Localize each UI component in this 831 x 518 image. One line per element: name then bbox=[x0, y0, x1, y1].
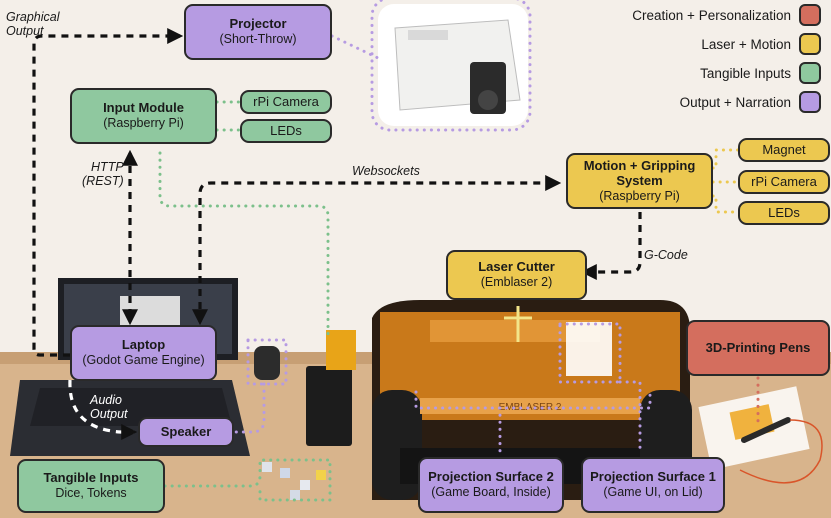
legend-item-tangible: Tangible Inputs bbox=[700, 62, 821, 84]
input-module-node: Input Module (Raspberry Pi) bbox=[70, 88, 217, 144]
tangible-inputs-title: Tangible Inputs bbox=[43, 470, 139, 486]
motion-leds-node: LEDs bbox=[738, 201, 830, 225]
projector-subtitle: (Short-Throw) bbox=[219, 32, 297, 47]
motion-system-title-line1: Motion + Gripping bbox=[583, 157, 696, 173]
graphical-output-line1: Graphical bbox=[6, 10, 60, 24]
laptop-node: Laptop (Godot Game Engine) bbox=[70, 325, 217, 381]
legend-label: Creation + Personalization bbox=[632, 7, 791, 23]
projector-title: Projector bbox=[229, 16, 287, 32]
tangible-inputs-subtitle: Dice, Tokens bbox=[55, 486, 127, 501]
projector-photo-lens-ring bbox=[478, 90, 498, 110]
laser-cutter-title: Laser Cutter bbox=[478, 259, 555, 275]
legend-item-laser: Laser + Motion bbox=[701, 33, 821, 55]
surface1-title: Projection Surface 1 bbox=[590, 469, 716, 485]
legend-swatch bbox=[799, 91, 821, 113]
laser-cutter-node: Laser Cutter (Emblaser 2) bbox=[446, 250, 587, 300]
legend-label: Laser + Motion bbox=[701, 36, 791, 52]
motion-system-title-line2: System bbox=[616, 172, 663, 188]
pen-cable bbox=[739, 419, 823, 484]
input-module-subtitle: (Raspberry Pi) bbox=[103, 116, 184, 131]
http-line2: (REST) bbox=[82, 174, 124, 189]
gcode-label: G-Code bbox=[644, 248, 688, 262]
tangible-inputs-node: Tangible Inputs Dice, Tokens bbox=[17, 459, 165, 513]
motion-system-node: Motion + Gripping System (Raspberry Pi) bbox=[566, 153, 713, 209]
speaker-photo bbox=[254, 346, 280, 380]
audio-output-line1: Audio bbox=[90, 393, 122, 407]
laptop-subtitle: (Godot Game Engine) bbox=[82, 353, 205, 368]
speaker-title: Speaker bbox=[160, 423, 212, 439]
audio-output-label: Audio Output bbox=[90, 393, 128, 422]
http-label: HTTP (REST) bbox=[82, 160, 124, 189]
legend-swatch bbox=[799, 62, 821, 84]
input-camera-node: rPi Camera bbox=[240, 90, 332, 114]
device-label: EMBLASER 2 bbox=[499, 402, 562, 413]
input-module-title: Input Module bbox=[103, 100, 184, 116]
laptop-title: Laptop bbox=[121, 337, 166, 353]
speaker-node: Speaker bbox=[138, 417, 234, 447]
motion-system-subtitle: (Raspberry Pi) bbox=[599, 188, 680, 203]
projection-surface-1-node: Projection Surface 1 (Game UI, on Lid) bbox=[581, 457, 725, 513]
graphical-output-label: Graphical Output bbox=[6, 10, 60, 39]
legend-item-creation: Creation + Personalization bbox=[632, 4, 821, 26]
orange-panel-photo bbox=[326, 330, 356, 370]
3d-printing-pens-node: 3D-Printing Pens bbox=[686, 320, 830, 376]
legend-swatch bbox=[799, 33, 821, 55]
magnet-node: Magnet bbox=[738, 138, 830, 162]
surface1-subtitle: (Game UI, on Lid) bbox=[603, 485, 703, 500]
laptop-screen-content bbox=[120, 296, 180, 328]
projector-photo-buttons bbox=[408, 30, 448, 40]
legend-label: Output + Narration bbox=[679, 94, 791, 110]
legend-item-output: Output + Narration bbox=[680, 91, 821, 113]
pens-title: 3D-Printing Pens bbox=[705, 339, 811, 355]
legend-label: Tangible Inputs bbox=[700, 65, 791, 81]
motion-camera-node: rPi Camera bbox=[738, 170, 830, 194]
http-line1: HTTP bbox=[91, 160, 124, 174]
input-leds-node: LEDs bbox=[240, 119, 332, 143]
graphical-output-line2: Output bbox=[6, 24, 44, 39]
surface2-title: Projection Surface 2 bbox=[428, 469, 554, 485]
surface2-subtitle: (Game Board, Inside) bbox=[431, 485, 551, 500]
lid-projected-ui bbox=[566, 322, 612, 376]
3d-pen-photo bbox=[741, 417, 791, 443]
websockets-label: Websockets bbox=[352, 164, 420, 178]
laser-cutter-subtitle: (Emblaser 2) bbox=[480, 275, 553, 290]
projection-surface-2-node: Projection Surface 2 (Game Board, Inside… bbox=[418, 457, 564, 513]
legend-swatch bbox=[799, 4, 821, 26]
audio-output-line2: Output bbox=[90, 407, 128, 422]
projector-node: Projector (Short-Throw) bbox=[184, 4, 332, 60]
gripper-box-photo bbox=[306, 366, 352, 446]
